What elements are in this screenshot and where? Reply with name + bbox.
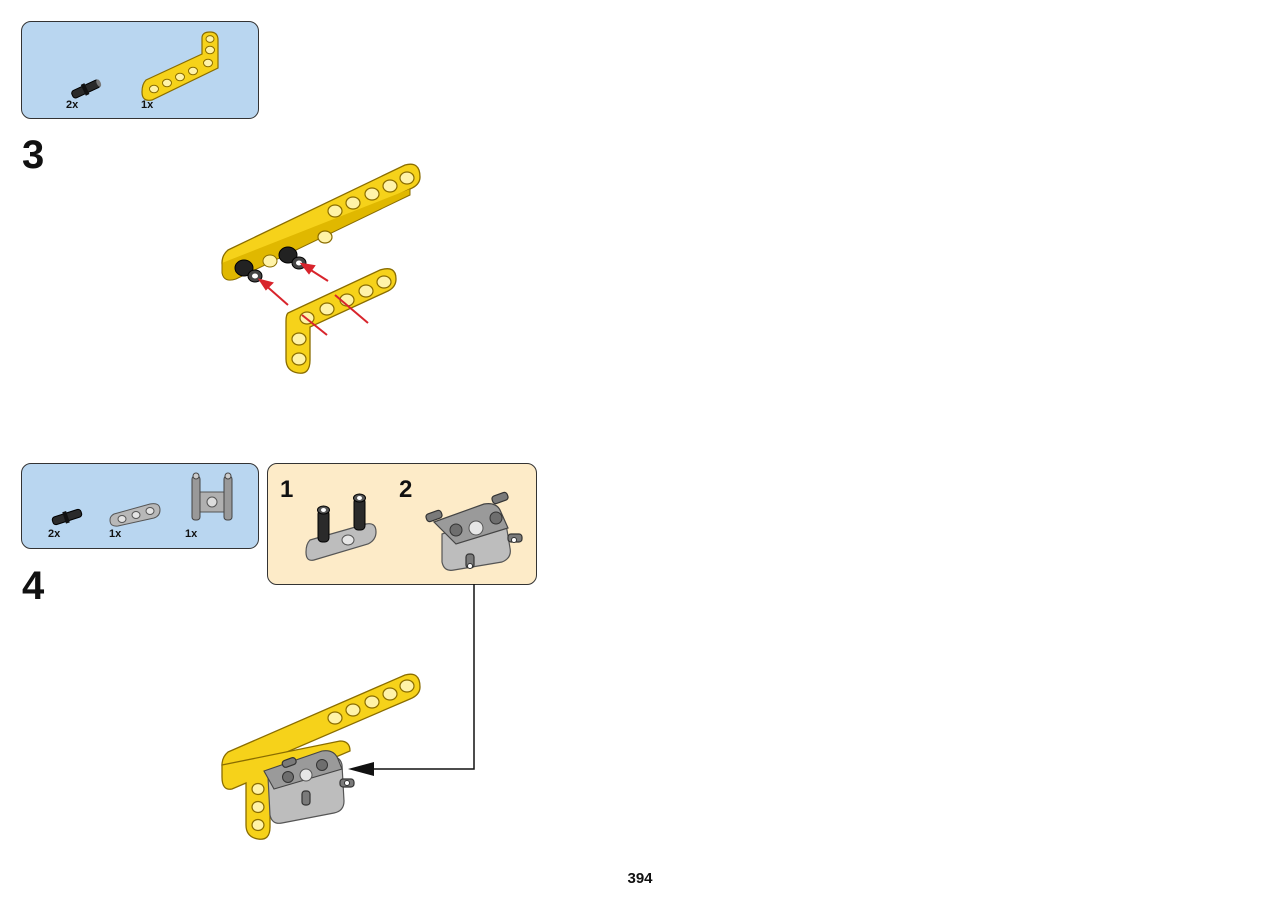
substep2-number: 2: [399, 476, 413, 503]
step3-part2-qty: 1x: [141, 99, 154, 111]
black-pin-icon: [71, 79, 102, 99]
subassembly-box: 1 2: [267, 463, 537, 585]
step4-assembly-illustration: [221, 673, 421, 840]
step4-number: 4: [22, 564, 45, 608]
page-number: 394: [627, 870, 653, 887]
step3-parts-box: 2x 1x: [21, 21, 259, 119]
yellow-l-beam-icon: [141, 31, 219, 101]
black-pin-icon: [51, 508, 83, 526]
substep2-illustration: [425, 491, 523, 571]
step3-number: 3: [22, 133, 45, 177]
subassembly-callout-arrow: [348, 584, 475, 776]
step4-part3-qty: 1x: [185, 528, 198, 540]
step4-parts-box: 2x 1x 1x: [21, 463, 259, 549]
gray-beam-icon: [109, 503, 161, 527]
substep1-illustration: [305, 493, 377, 561]
step3-assembly-illustration: [221, 163, 421, 374]
step4-part2-qty: 1x: [109, 528, 122, 540]
step3-part1-qty: 2x: [66, 99, 79, 111]
substep1-number: 1: [280, 476, 294, 503]
step4-part1-qty: 2x: [48, 528, 61, 540]
gray-connector-icon: [191, 472, 233, 521]
